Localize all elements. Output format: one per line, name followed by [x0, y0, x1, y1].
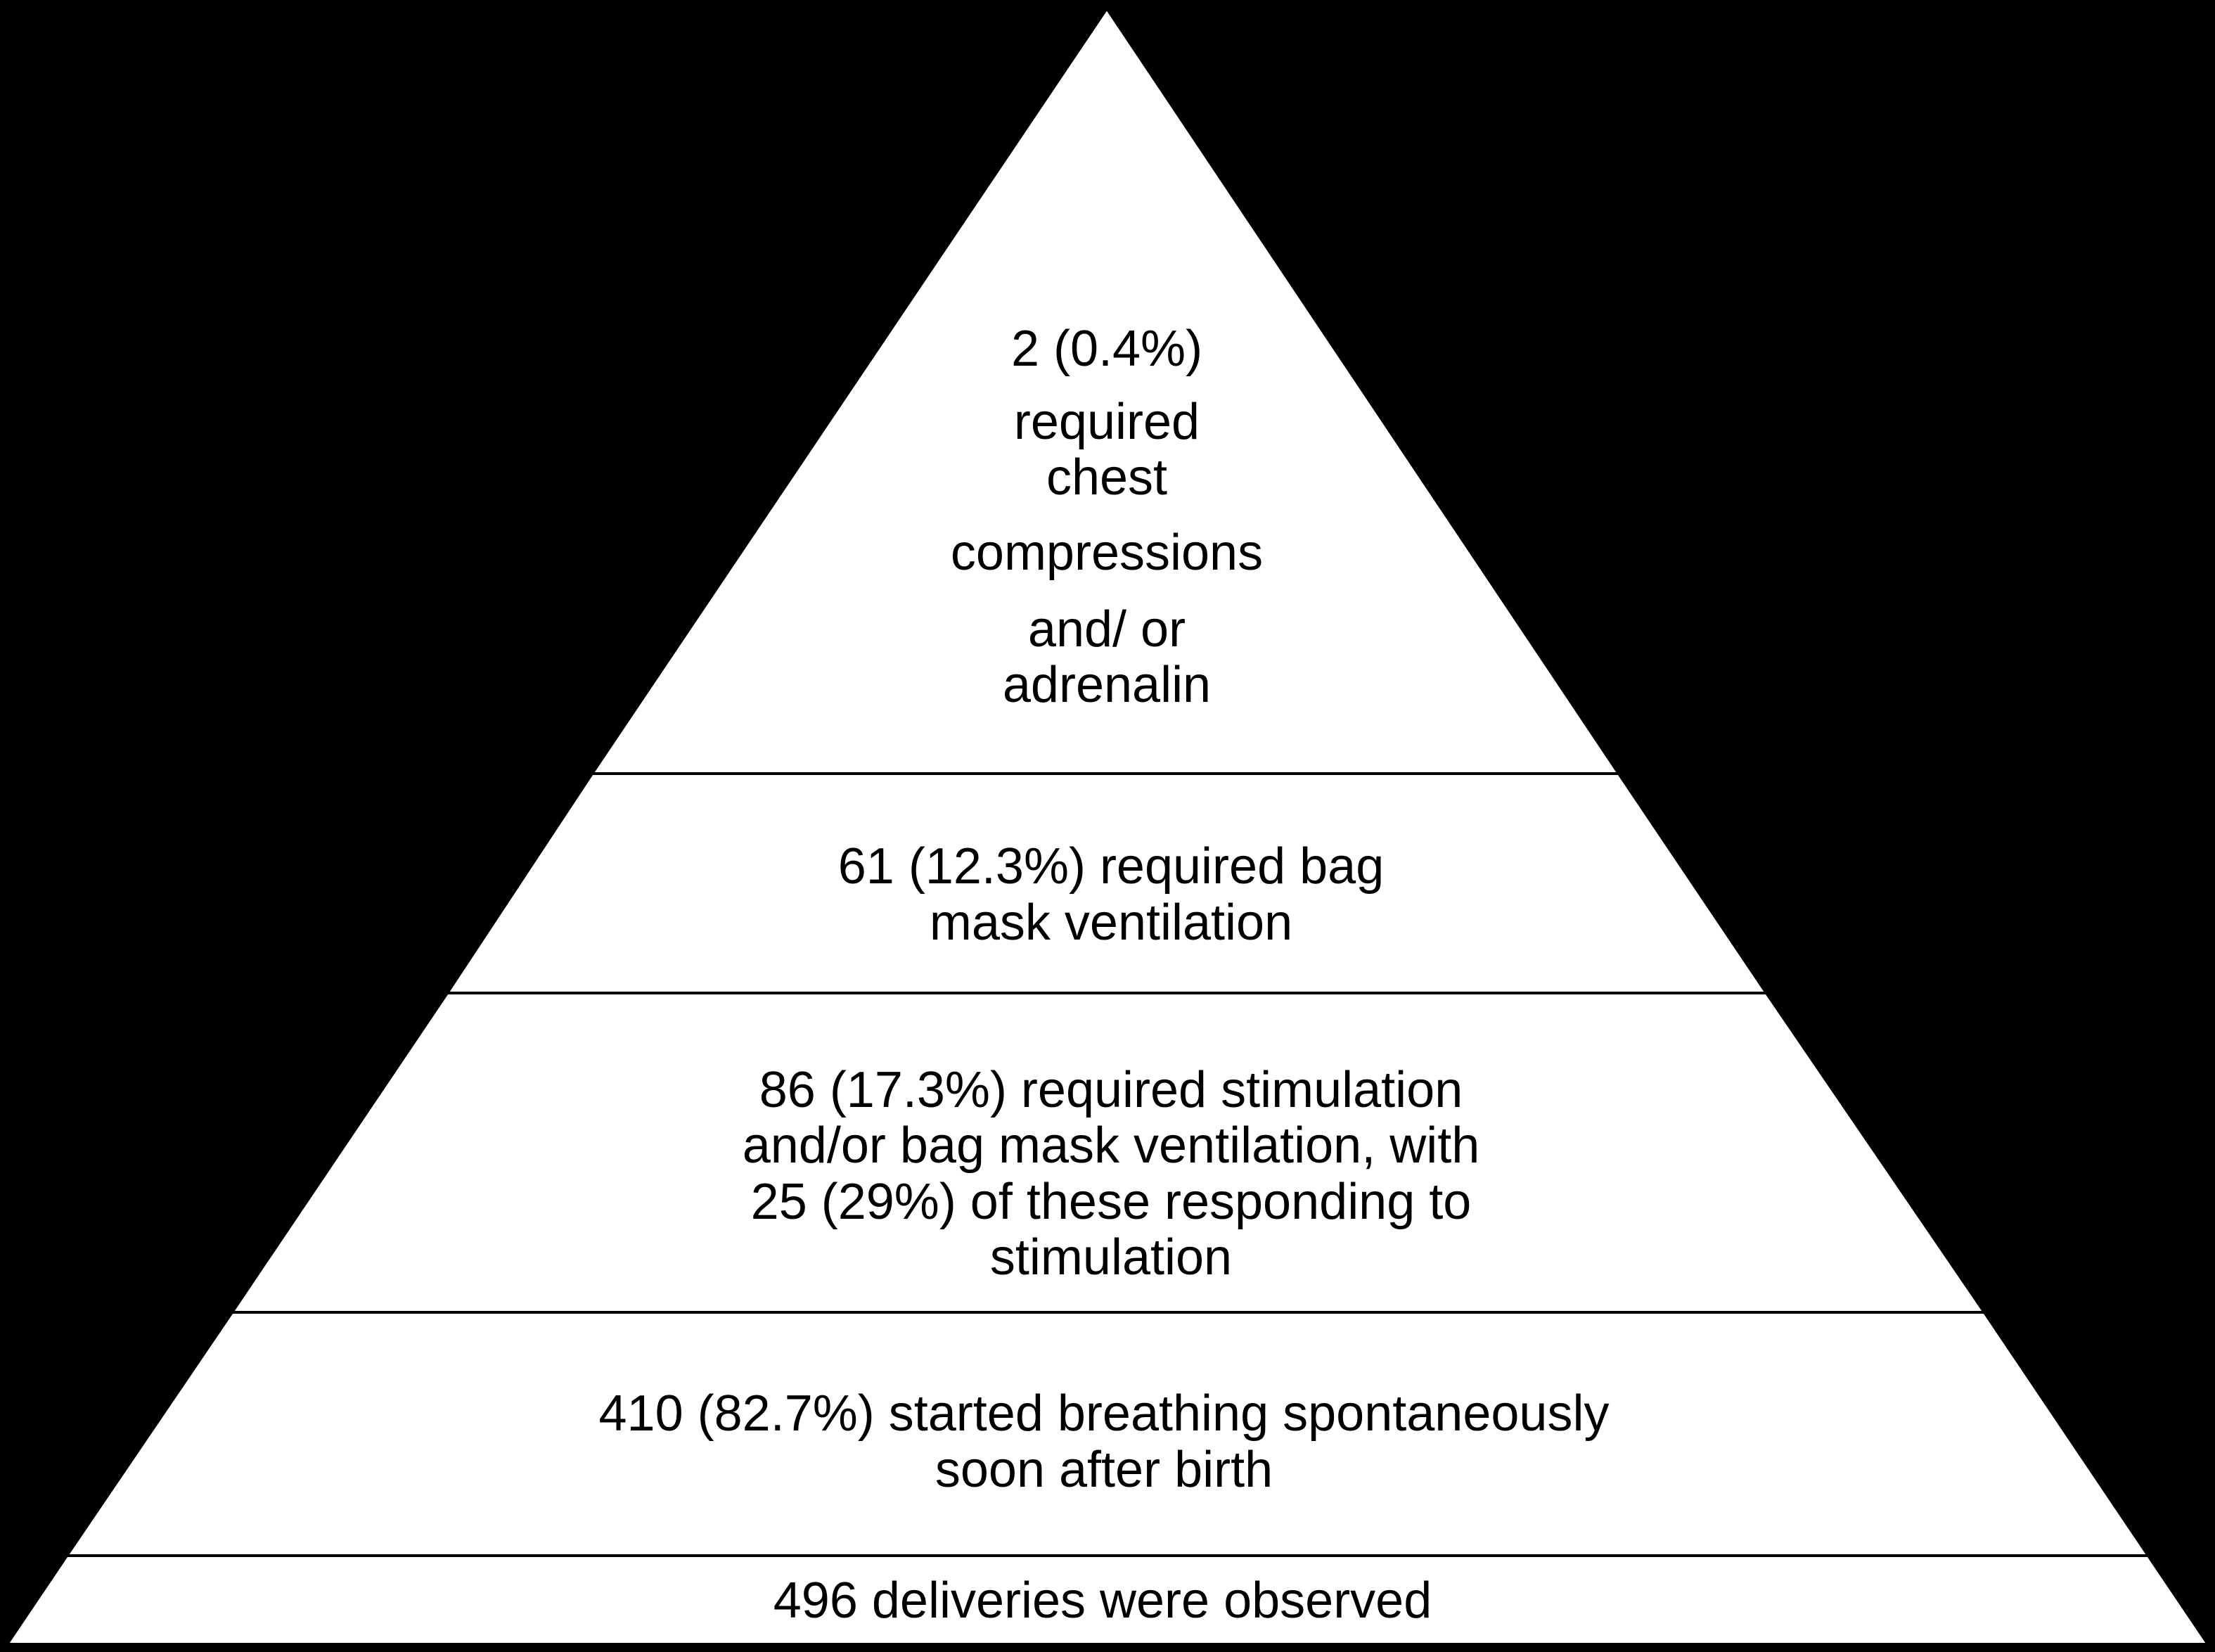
- tier-stimulation-line: 25 (29%) of these responding to: [751, 1174, 1472, 1230]
- tier-spontaneous-line: soon after birth: [935, 1442, 1273, 1498]
- tier-stimulation-label: 86 (17.3%) required stimulation and/or b…: [743, 1062, 1480, 1286]
- tier-apex-line: required: [1014, 394, 1200, 450]
- tier-apex-line: and/ or: [1028, 601, 1186, 658]
- tier-apex-line: compressions: [951, 525, 1263, 581]
- tier-apex-line: adrenalin: [1003, 657, 1211, 713]
- tier-bag-mask-line: mask ventilation: [930, 895, 1292, 951]
- tier-spontaneous-line: 410 (82.7%) started breathing spontaneou…: [599, 1385, 1610, 1442]
- tier-base-shape: [4, 1554, 2211, 1646]
- tier-stimulation-line: stimulation: [990, 1229, 1232, 1286]
- tier-apex-label: 2 (0.4%) required chest compressions and…: [951, 321, 1263, 713]
- tier-apex-line: 2 (0.4%): [1011, 321, 1202, 377]
- tier-stimulation-line: and/or bag mask ventilation, with: [743, 1118, 1480, 1174]
- tier-apex-line: chest: [1046, 449, 1167, 506]
- tier-spontaneous-label: 410 (82.7%) started breathing spontaneou…: [599, 1385, 1610, 1498]
- tier-base-label: 496 deliveries were observed: [773, 1573, 1432, 1629]
- tier-stimulation-line: 86 (17.3%) required stimulation: [759, 1062, 1463, 1118]
- tier-bag-mask-label: 61 (12.3%) required bag mask ventilation: [838, 838, 1385, 951]
- tier-base-line: 496 deliveries were observed: [773, 1573, 1432, 1629]
- tier-bag-mask-line: 61 (12.3%) required bag: [838, 838, 1385, 895]
